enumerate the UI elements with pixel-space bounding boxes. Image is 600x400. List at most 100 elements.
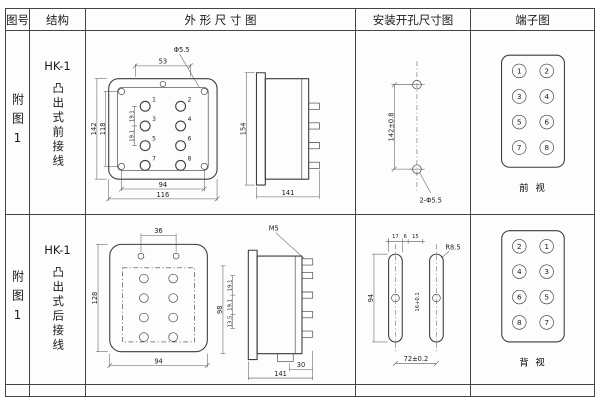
terminal-circle-label: 6 <box>517 292 522 301</box>
outline-drawing-rear-wiring: 36 128 94 <box>91 224 313 380</box>
terminal-circle-label: 7 <box>517 143 522 152</box>
mounting-holes <box>412 79 422 174</box>
row1-mounting-cell: 142±0.8 2-Φ5.5 <box>356 31 471 215</box>
dim-radius-callout: R8.5 <box>445 243 460 251</box>
side-view-rear-dimension-lines <box>220 231 313 380</box>
dim-top-width: 36 <box>154 227 162 235</box>
terminal-number-4: 4 <box>187 117 191 123</box>
slot-dim-labels: 17 6 15 R8.5 94 16+0.1 72±0.2 <box>367 234 461 363</box>
header-cell-outline: 外 形 尺 寸 图 <box>86 9 356 31</box>
header-cell-structure: 结构 <box>30 9 86 31</box>
dim-side-depth: 141 <box>281 188 294 196</box>
dim-screw-callout: M5 <box>268 224 278 232</box>
front-view-dimension-lines <box>94 53 220 202</box>
terminal-number-6: 6 <box>187 136 191 142</box>
terminal-number-7: 7 <box>152 156 156 162</box>
header-outline-label: 外 形 尺 寸 图 <box>184 12 257 27</box>
rear-view-dim-labels: 36 128 94 <box>91 227 163 365</box>
row1-model-label: HK-1 <box>44 59 71 73</box>
terminal-circle-label: 7 <box>544 317 549 326</box>
terminal-circle-label: 1 <box>544 241 549 250</box>
dim-top-b: 6 <box>404 234 408 240</box>
dim-top-width: 53 <box>158 57 167 65</box>
row2-figure-number: 附图1 <box>10 270 25 329</box>
terminal-block-outline <box>500 54 565 168</box>
dim-slot-spacing: 72±0.2 <box>404 354 429 362</box>
view-label-front: 前 视 <box>519 181 547 193</box>
row1-structure-label: 凸出式前接线 <box>51 82 66 169</box>
row2-structure-label: 凸出式后接线 <box>51 266 66 353</box>
header-cell-fig-no: 图号 <box>6 9 30 31</box>
front-view-dim-labels: 53 Φ5.5 142 118 19.1 19.1 94 116 <box>89 46 189 199</box>
terminal-circle-label: 6 <box>544 117 549 126</box>
row2-fig-no-cell: 附图1 <box>6 215 30 385</box>
dim-height-overall: 128 <box>91 291 99 304</box>
row2-structure-cell: HK-1 凸出式后接线 <box>30 215 86 385</box>
dim-width-inner: 94 <box>158 181 167 189</box>
relay-side-view <box>255 71 320 186</box>
terminal-diagram-numbers: 2 1 4 3 6 5 8 7 <box>517 241 549 326</box>
terminal-circle-label: 2 <box>517 241 522 250</box>
relay-rear-view <box>108 243 208 352</box>
header-terminal-label: 端子图 <box>515 12 550 27</box>
terminal-diagram-back-view: 2 1 4 3 6 5 8 7 背 视 <box>501 229 565 368</box>
empty-cell <box>6 385 30 396</box>
dim-height-overall: 142 <box>89 122 97 135</box>
dim-side-depth: 141 <box>274 370 287 378</box>
empty-cell <box>471 385 594 396</box>
row1-structure-cell: HK-1 凸出式前接线 <box>30 31 86 215</box>
row2-outline-cell: 36 128 94 <box>86 215 356 385</box>
terminal-diagram-front-view: 1 2 3 4 5 6 7 8 前 视 <box>500 54 565 193</box>
terminal-circle-label: 5 <box>517 117 522 126</box>
row1-outline-cell: 1 2 3 4 5 6 7 8 <box>86 31 356 215</box>
dim-pitch-c: 13.5 <box>227 315 233 327</box>
dim-side-height: 154 <box>239 122 247 135</box>
terminal-number-3: 3 <box>152 117 156 123</box>
terminal-numbers: 1 2 3 4 5 6 7 8 <box>152 97 191 162</box>
empty-cell <box>86 385 356 396</box>
terminal-circle-label: 4 <box>544 91 549 100</box>
mounting-drawing-front-wiring: 142±0.8 2-Φ5.5 <box>387 60 442 204</box>
header-structure-label: 结构 <box>46 12 69 27</box>
terminal-number-1: 1 <box>152 97 156 103</box>
header-mounting-label: 安装开孔尺寸图 <box>372 12 454 27</box>
terminal-number-2: 2 <box>187 97 191 103</box>
terminal-number-5: 5 <box>152 136 156 142</box>
terminal-block-outline <box>501 229 565 343</box>
mounting-drawing-rear-wiring: 17 6 15 R8.5 94 16+0.1 72±0.2 <box>367 234 461 366</box>
terminal-circle-label: 3 <box>544 267 549 276</box>
side-view-rear-dim-labels: M5 98 19.1 19.1 13.5 30 141 <box>215 224 304 377</box>
row2-model-label: HK-1 <box>44 243 71 257</box>
terminal-circle-label: 2 <box>544 66 549 75</box>
row2-terminal-cell: 2 1 4 3 6 5 8 7 背 视 <box>471 215 594 385</box>
terminal-circle-label: 4 <box>517 267 522 276</box>
empty-cell <box>30 385 86 396</box>
dim-height-inner: 118 <box>98 122 106 135</box>
spec-table: 图号 结构 外 形 尺 寸 图 安装开孔尺寸图 端子图 附图1 HK-1 凸出式… <box>5 8 595 397</box>
dim-top-a: 17 <box>392 234 399 240</box>
terminal-circle-label: 8 <box>544 143 549 152</box>
slot-dimension-lines <box>372 238 450 366</box>
dim-width-overall: 94 <box>154 357 162 365</box>
side-view-dimension-lines <box>244 71 320 199</box>
dim-hole-count-callout: 2-Φ5.5 <box>419 196 441 204</box>
row1-figure-number: 附图1 <box>10 93 25 152</box>
row1-terminal-cell: 1 2 3 4 5 6 7 8 前 视 <box>471 31 594 215</box>
terminal-number-8: 8 <box>187 156 191 162</box>
dim-hole-spacing: 142±0.8 <box>387 112 395 141</box>
dim-top-c: 15 <box>412 234 419 240</box>
row1-fig-no-cell: 附图1 <box>6 31 30 215</box>
empty-cell <box>356 385 471 396</box>
header-fig-no-label: 图号 <box>6 12 29 27</box>
header-cell-mounting: 安装开孔尺寸图 <box>356 9 471 31</box>
mounting-dim-labels: 142±0.8 2-Φ5.5 <box>387 112 442 204</box>
row2-mounting-cell: 17 6 15 R8.5 94 16+0.1 72±0.2 <box>356 215 471 385</box>
terminal-circle-label: 5 <box>544 292 549 301</box>
dim-pitch-a: 19.1 <box>227 279 233 291</box>
dim-pitch-a: 19.1 <box>129 110 135 122</box>
relay-side-view-rear <box>247 249 313 362</box>
terminal-circle-label: 8 <box>517 317 522 326</box>
mounting-slots <box>388 253 444 343</box>
dim-hole-callout: Φ5.5 <box>173 46 189 54</box>
